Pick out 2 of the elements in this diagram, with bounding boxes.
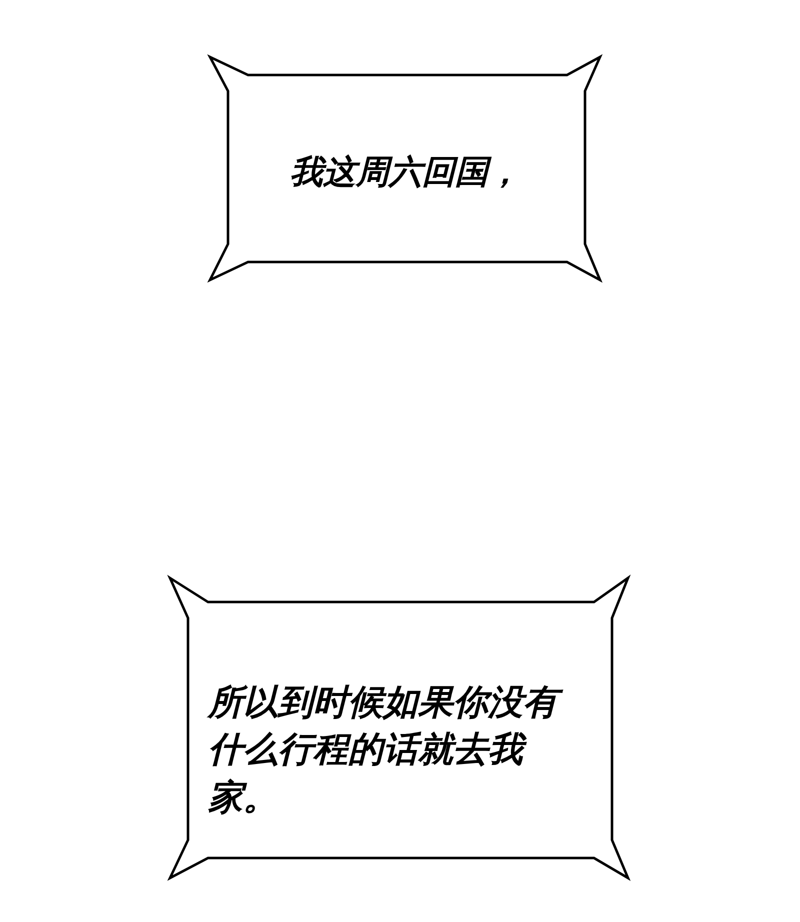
dialogue-text: 所以到时候如果你没有什么行程的话就去我家。 (208, 680, 583, 822)
dialogue-text: 我这周六回国， (290, 151, 522, 193)
